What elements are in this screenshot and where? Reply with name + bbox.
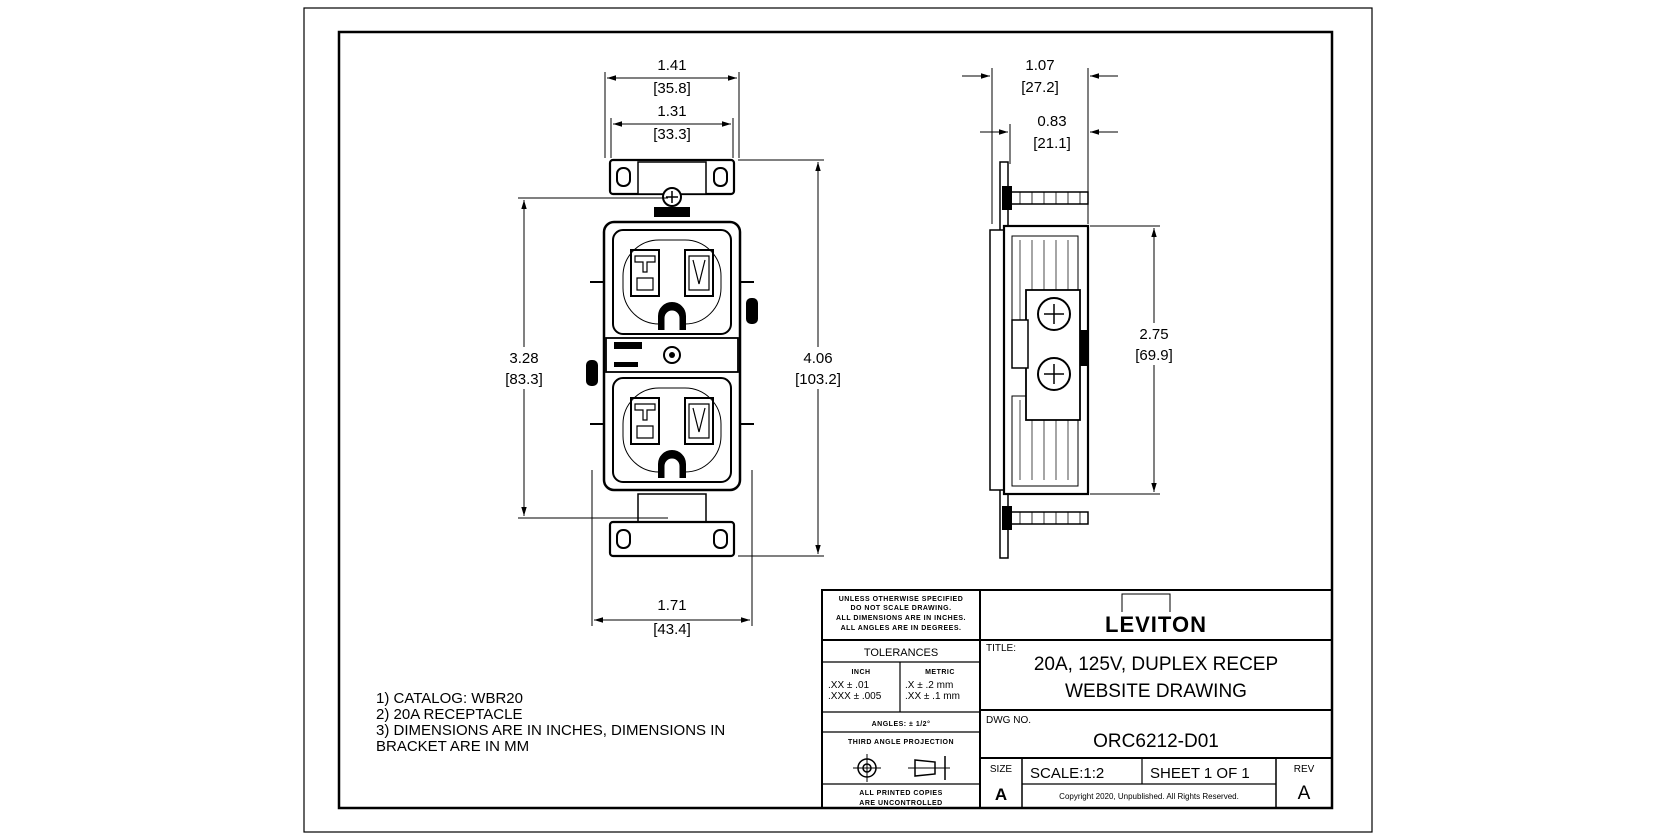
lower-outlet-icon bbox=[612, 377, 732, 483]
side-view bbox=[989, 161, 1090, 559]
dim-width-overall-in: 1.41 bbox=[657, 57, 686, 74]
title-label: TITLE: bbox=[986, 643, 1016, 654]
dim-depth-body-in: 0.83 bbox=[1037, 113, 1066, 130]
dim-body-height-in: 2.75 bbox=[1139, 326, 1168, 343]
dim-depth-body-mm: [21.1] bbox=[1033, 135, 1071, 152]
spec-line-4: ALL ANGLES ARE IN DEGREES. bbox=[841, 625, 962, 632]
drawing-title-line-2: WEBSITE DRAWING bbox=[1065, 681, 1247, 702]
top-brand-stamp bbox=[654, 207, 690, 217]
note-4: BRACKET ARE IN MM bbox=[376, 738, 529, 755]
note-1: 1) CATALOG: WBR20 bbox=[376, 690, 523, 707]
left-terminal-screw-icon bbox=[586, 360, 598, 386]
dim-body-height-mm: [69.9] bbox=[1135, 347, 1173, 364]
inch-tolerance-2: .XXX ± .005 bbox=[828, 691, 882, 702]
leviton-logo-text: LEVITON bbox=[1105, 612, 1207, 637]
rev-value: A bbox=[1298, 783, 1311, 804]
printed-copies-line-2: ARE UNCONTROLLED bbox=[859, 800, 942, 807]
sheet-value: SHEET 1 OF 1 bbox=[1150, 765, 1250, 782]
front-view-dimensions: 1.41 [35.8] 1.31 [33.3] 3.28 [83.3] 4.06… bbox=[500, 57, 852, 638]
note-2: 2) 20A RECEPTACLE bbox=[376, 706, 522, 723]
angles-tolerance: ANGLES: ± 1/2° bbox=[872, 720, 931, 728]
dim-width-strap-mm: [33.3] bbox=[653, 126, 691, 143]
metric-tolerance-1: .X ± .2 mm bbox=[905, 680, 953, 691]
title-block: UNLESS OTHERWISE SPECIFIED DO NOT SCALE … bbox=[821, 589, 1333, 809]
dwg-no-label: DWG NO. bbox=[986, 715, 1031, 726]
inch-label: INCH bbox=[851, 669, 870, 676]
drawing-number: ORC6212-D01 bbox=[1093, 731, 1219, 752]
rev-label: REV bbox=[1294, 764, 1315, 775]
front-view bbox=[586, 158, 758, 558]
copyright-notice: Copyright 2020, Unpublished. All Rights … bbox=[1059, 792, 1239, 801]
size-label: SIZE bbox=[990, 764, 1013, 775]
tolerances-label: TOLERANCES bbox=[864, 647, 938, 659]
metric-label: METRIC bbox=[925, 669, 955, 676]
metric-tolerance-2: .XX ± .1 mm bbox=[905, 691, 960, 702]
dim-height-overall-in: 4.06 bbox=[803, 350, 832, 367]
upper-outlet-icon bbox=[612, 229, 732, 335]
drawing-title-line-1: 20A, 125V, DUPLEX RECEP bbox=[1034, 654, 1278, 675]
bottom-mounting-strap bbox=[608, 520, 736, 558]
dim-depth-overall-in: 1.07 bbox=[1025, 57, 1054, 74]
scale-value: SCALE:1:2 bbox=[1030, 765, 1104, 782]
side-view-dimensions: 1.07 [27.2] 0.83 [21.1] 2.75 [69.9] bbox=[962, 57, 1184, 495]
notes: 1) CATALOG: WBR20 2) 20A RECEPTACLE 3) D… bbox=[376, 690, 725, 755]
size-value: A bbox=[995, 785, 1007, 804]
printed-copies-line-1: ALL PRINTED COPIES bbox=[859, 790, 943, 797]
spec-line-2: DO NOT SCALE DRAWING. bbox=[850, 605, 951, 612]
dim-depth-overall-mm: [27.2] bbox=[1021, 79, 1059, 96]
projection-label: THIRD ANGLE PROJECTION bbox=[848, 739, 954, 746]
dim-width-strap-in: 1.31 bbox=[657, 103, 686, 120]
right-terminal-screw-icon bbox=[746, 298, 758, 324]
dim-width-screws-in: 1.71 bbox=[657, 597, 686, 614]
outer-border bbox=[303, 7, 1373, 833]
leviton-logo: LEVITON bbox=[1096, 593, 1212, 637]
spec-line-1: UNLESS OTHERWISE SPECIFIED bbox=[839, 596, 964, 603]
spec-line-3: ALL DIMENSIONS ARE IN INCHES. bbox=[836, 615, 966, 622]
dim-screw-spacing-in: 3.28 bbox=[509, 350, 538, 367]
note-3: 3) DIMENSIONS ARE IN INCHES, DIMENSIONS … bbox=[376, 722, 725, 739]
dim-width-overall-mm: [35.8] bbox=[653, 80, 691, 97]
dim-width-screws-mm: [43.4] bbox=[653, 621, 691, 638]
dim-height-overall-mm: [103.2] bbox=[795, 371, 841, 388]
inch-tolerance-1: .XX ± .01 bbox=[828, 680, 870, 691]
dim-screw-spacing-mm: [83.3] bbox=[505, 371, 543, 388]
third-angle-projection-icon bbox=[853, 754, 950, 782]
